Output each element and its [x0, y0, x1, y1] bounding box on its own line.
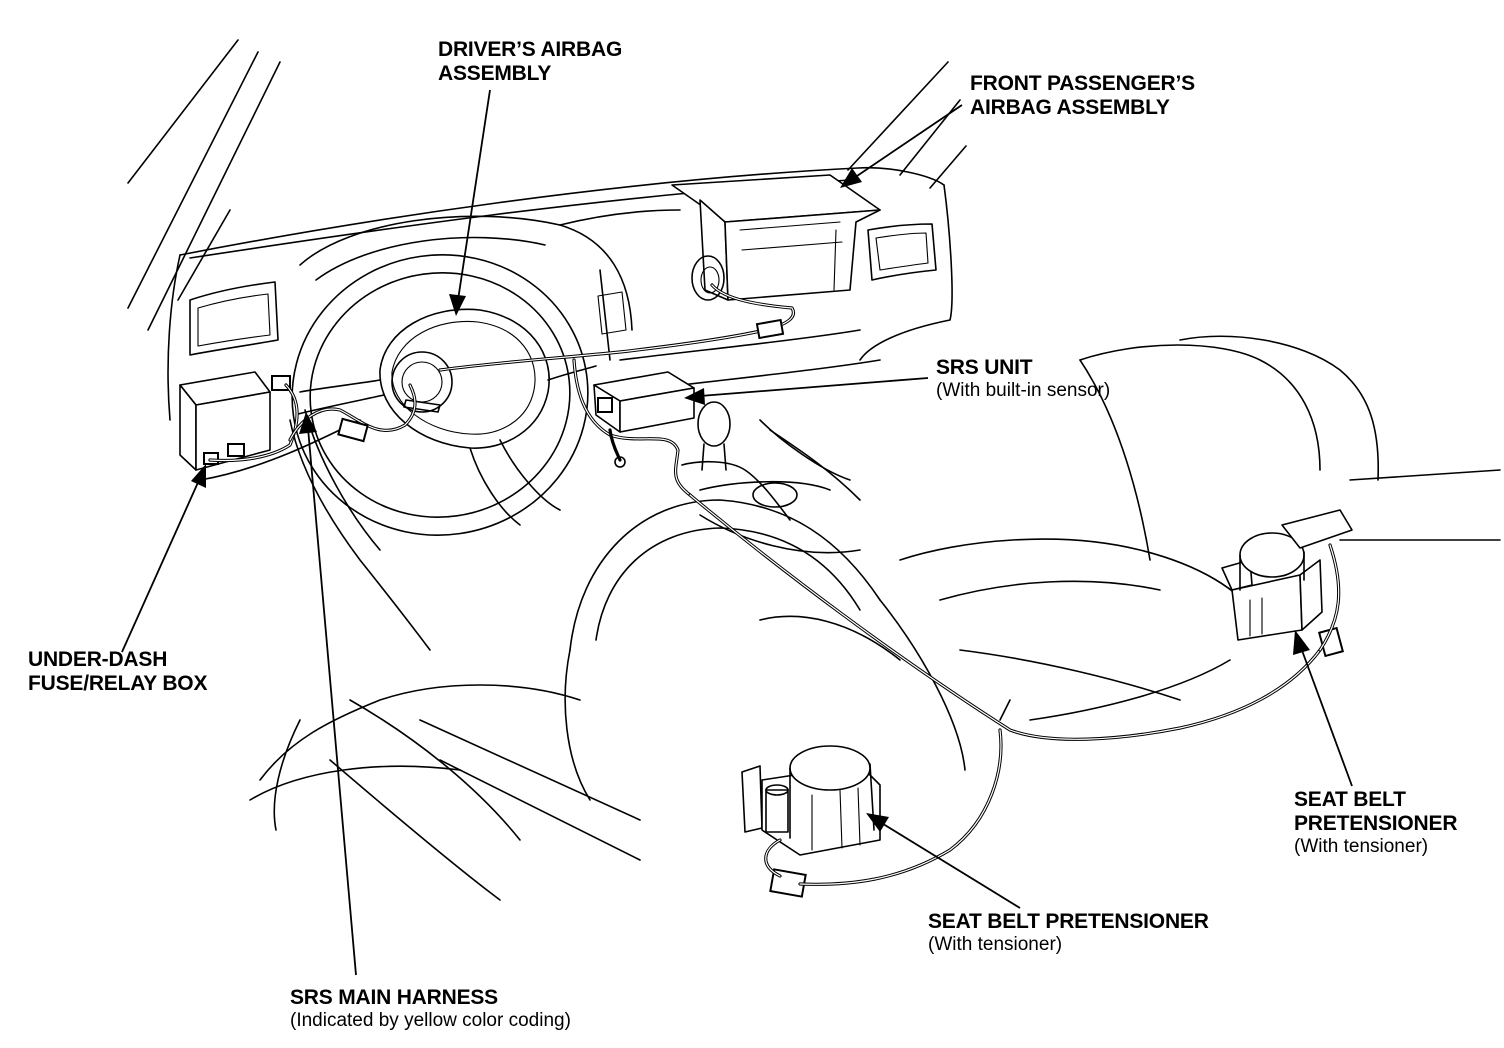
- left-pretensioner-module: [741, 745, 881, 898]
- label-srs-unit-note: (With built-in sensor): [936, 380, 1111, 402]
- label-drivers-airbag-line1: DRIVER’S AIRBAG: [438, 38, 623, 61]
- shifter-console: [681, 401, 861, 554]
- label-srs-unit-title: SRS UNIT: [936, 356, 1033, 379]
- srs-unit-module: [593, 371, 695, 433]
- label-fuse-box-line2: FUSE/RELAY BOX: [28, 672, 208, 696]
- label-pretensioner-right: SEAT BELT PRETENSIONER (With tensioner): [1294, 788, 1457, 858]
- windshield-pillars: [127, 39, 967, 331]
- label-fuse-box-line1: UNDER-DASH: [28, 648, 168, 671]
- label-main-harness-title: SRS MAIN HARNESS: [290, 986, 498, 1009]
- label-pretensioner-right-line1: SEAT BELT: [1294, 788, 1406, 811]
- driver-seat: [249, 499, 966, 901]
- steering-column: [289, 409, 431, 651]
- right-pretensioner-module: [1221, 509, 1353, 658]
- label-pretensioner-left: SEAT BELT PRETENSIONER (With tensioner): [928, 910, 1209, 956]
- label-drivers-airbag: DRIVER’S AIRBAG ASSEMBLY: [438, 38, 622, 86]
- label-pretensioner-left-note: (With tensioner): [928, 934, 1063, 956]
- label-passenger-airbag: FRONT PASSENGER’S AIRBAG ASSEMBLY: [970, 72, 1195, 120]
- leader-lines: [121, 89, 1353, 976]
- label-pretensioner-left-title: SEAT BELT PRETENSIONER: [928, 910, 1209, 933]
- label-passenger-airbag-line1: FRONT PASSENGER’S: [970, 72, 1195, 95]
- label-drivers-airbag-line2: ASSEMBLY: [438, 62, 552, 86]
- label-main-harness: SRS MAIN HARNESS (Indicated by yellow co…: [290, 986, 571, 1032]
- srs-main-harness: [208, 283, 1341, 886]
- label-pretensioner-right-line2: PRETENSIONER: [1294, 812, 1458, 836]
- passenger-airbag-module: [671, 174, 881, 301]
- under-dash-fuse-box: [179, 371, 291, 471]
- label-pretensioner-right-note: (With tensioner): [1294, 836, 1429, 858]
- label-fuse-box: UNDER-DASH FUSE/RELAY BOX: [28, 648, 207, 696]
- label-main-harness-note: (Indicated by yellow color coding): [290, 1010, 571, 1032]
- label-passenger-airbag-line2: AIRBAG ASSEMBLY: [970, 96, 1170, 120]
- steering-wheel: [291, 254, 597, 536]
- label-srs-unit: SRS UNIT (With built-in sensor): [936, 356, 1110, 402]
